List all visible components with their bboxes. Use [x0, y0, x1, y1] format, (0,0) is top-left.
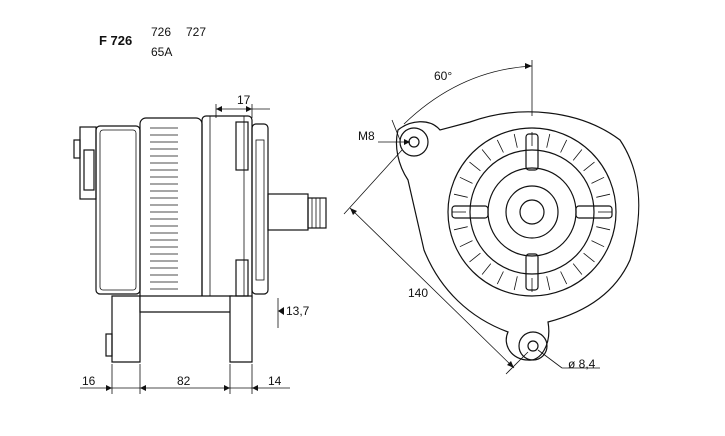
- dim-angle: 60°: [434, 69, 453, 83]
- rating: 65A: [151, 45, 173, 59]
- variant-b: 727: [186, 25, 207, 39]
- dim-left-foot: 16: [82, 374, 96, 388]
- dim-right-foot: 14: [268, 374, 282, 388]
- dim-diagonal: 140: [408, 286, 429, 300]
- dim-foot-span: 82: [177, 374, 191, 388]
- dim-hole-diameter: ø 8,4: [568, 357, 596, 371]
- side-dimensions: [80, 104, 290, 394]
- dim-flange-width: 17: [237, 93, 251, 107]
- dim-thread: M8: [358, 129, 375, 143]
- variant-a: 726: [151, 25, 172, 39]
- side-view: [73, 115, 327, 363]
- front-view: [395, 111, 640, 361]
- model-code: F 726: [99, 33, 133, 48]
- dim-offset: 13,7: [286, 304, 310, 318]
- front-dimensions: [343, 60, 600, 375]
